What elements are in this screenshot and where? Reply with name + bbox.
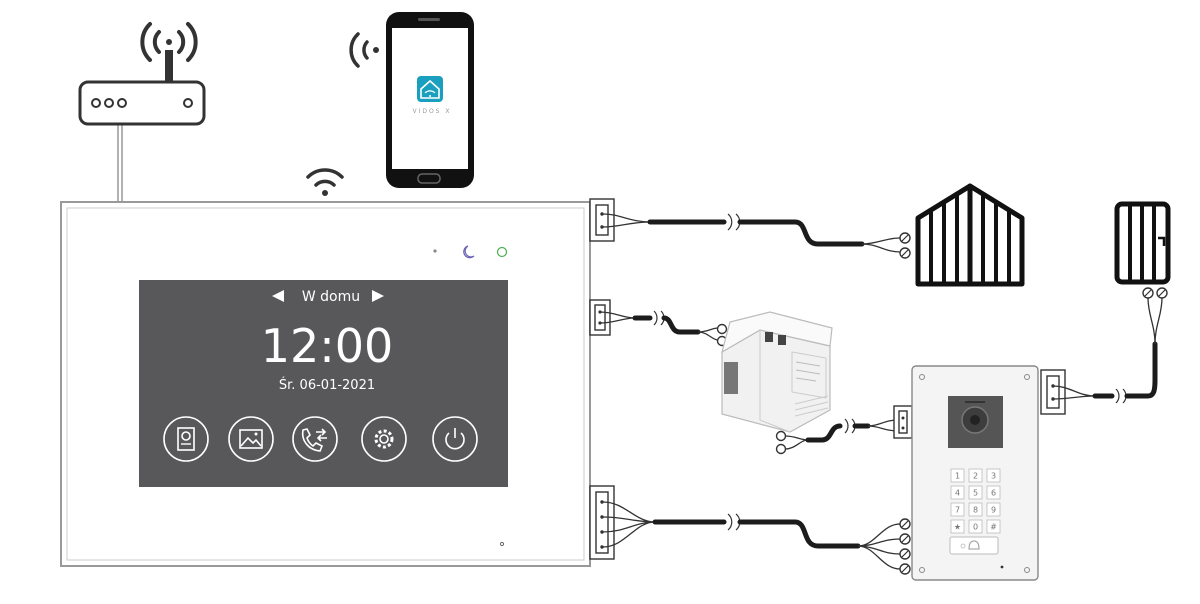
gate-icon (915, 183, 1025, 287)
keypad-key-label: 4 (955, 489, 960, 498)
keypad-key-label: 8 (973, 506, 978, 515)
power-station-cable (775, 405, 913, 455)
keypad-key[interactable]: 2 (968, 468, 983, 483)
keypad-key-label: 2 (973, 472, 978, 481)
home-wifi-app-icon[interactable] (417, 76, 443, 102)
wicket-door-icon (1114, 201, 1171, 285)
din-rail-clip (724, 362, 738, 394)
keypad-key-label: # (990, 523, 997, 532)
monitor: W domu 12:00 Śr. 06-01-2021 (60, 201, 591, 567)
power-icon[interactable] (432, 416, 478, 462)
keypad-key[interactable]: ★ (950, 519, 965, 534)
dot-indicator-icon (433, 249, 437, 253)
moon-icon[interactable] (463, 245, 475, 259)
wifi-status-icon[interactable] (496, 246, 508, 258)
power-cable (599, 310, 728, 347)
connector-power (589, 299, 611, 336)
keypad-key[interactable]: 6 (986, 485, 1001, 500)
keypad-key-label: 1 (955, 472, 960, 481)
keypad-key[interactable]: 7 (950, 502, 965, 517)
connector-door-station (589, 485, 615, 560)
keypad-key[interactable]: 9 (986, 502, 1001, 517)
keypad-key[interactable]: 8 (968, 502, 983, 517)
microphone-hole (1000, 565, 1004, 569)
keypad: 1 2 3 4 5 6 7 8 9 ★ 0 # (950, 468, 1001, 534)
keypad-key-label: 6 (991, 489, 996, 498)
bell-icon (968, 540, 980, 550)
monitor-screen[interactable] (139, 280, 508, 487)
keypad-key-label: 7 (955, 506, 960, 515)
intercom-call-icon[interactable] (292, 416, 338, 462)
keypad-key-label: 9 (991, 506, 996, 515)
clock-time: 12:00 (261, 319, 394, 373)
station-cable (602, 501, 911, 575)
phone-signal-icon (349, 32, 379, 68)
phone-home-button (417, 173, 441, 184)
app-label: VIDOS X (412, 108, 451, 115)
call-button[interactable] (949, 536, 999, 555)
router-led (91, 98, 101, 108)
gate-cable (602, 213, 911, 259)
keypad-key[interactable]: # (986, 519, 1001, 534)
keypad-key[interactable]: 4 (950, 485, 965, 500)
keypad-key-label: ★ (954, 523, 961, 532)
router-led (104, 98, 114, 108)
keypad-key-label: 3 (991, 472, 996, 481)
power-supply (721, 311, 833, 433)
router (78, 22, 206, 202)
keypad-key-label: 5 (973, 489, 978, 498)
keypad-key[interactable]: 1 (950, 468, 965, 483)
keypad-key[interactable]: 0 (968, 519, 983, 534)
door-station-icon[interactable] (163, 416, 209, 462)
connector-gate (589, 198, 615, 242)
keypad-key-label: 0 (973, 523, 978, 532)
keypad-key[interactable]: 5 (968, 485, 983, 500)
router-signal-icon (140, 22, 198, 62)
phone-speaker (418, 18, 440, 21)
microphone-hole (499, 541, 505, 547)
key-icon (960, 543, 966, 549)
connector-lock (1040, 369, 1066, 415)
door-station: 1 2 3 4 5 6 7 8 9 ★ 0 # (911, 365, 1039, 581)
left-arrow-icon[interactable] (272, 290, 284, 302)
lock-cable (1052, 287, 1168, 404)
router-antenna (165, 50, 173, 82)
smartphone: VIDOS X (349, 12, 474, 188)
settings-icon[interactable] (361, 416, 407, 462)
gallery-icon[interactable] (228, 416, 274, 462)
router-button (183, 98, 193, 108)
clock-date: Śr. 06-01-2021 (279, 377, 375, 393)
keypad-key[interactable]: 3 (986, 468, 1001, 483)
router-body (78, 80, 206, 126)
router-led (117, 98, 127, 108)
mode-label: W domu (302, 289, 360, 305)
monitor-wifi-icon (306, 168, 344, 196)
right-arrow-icon[interactable] (372, 290, 384, 302)
